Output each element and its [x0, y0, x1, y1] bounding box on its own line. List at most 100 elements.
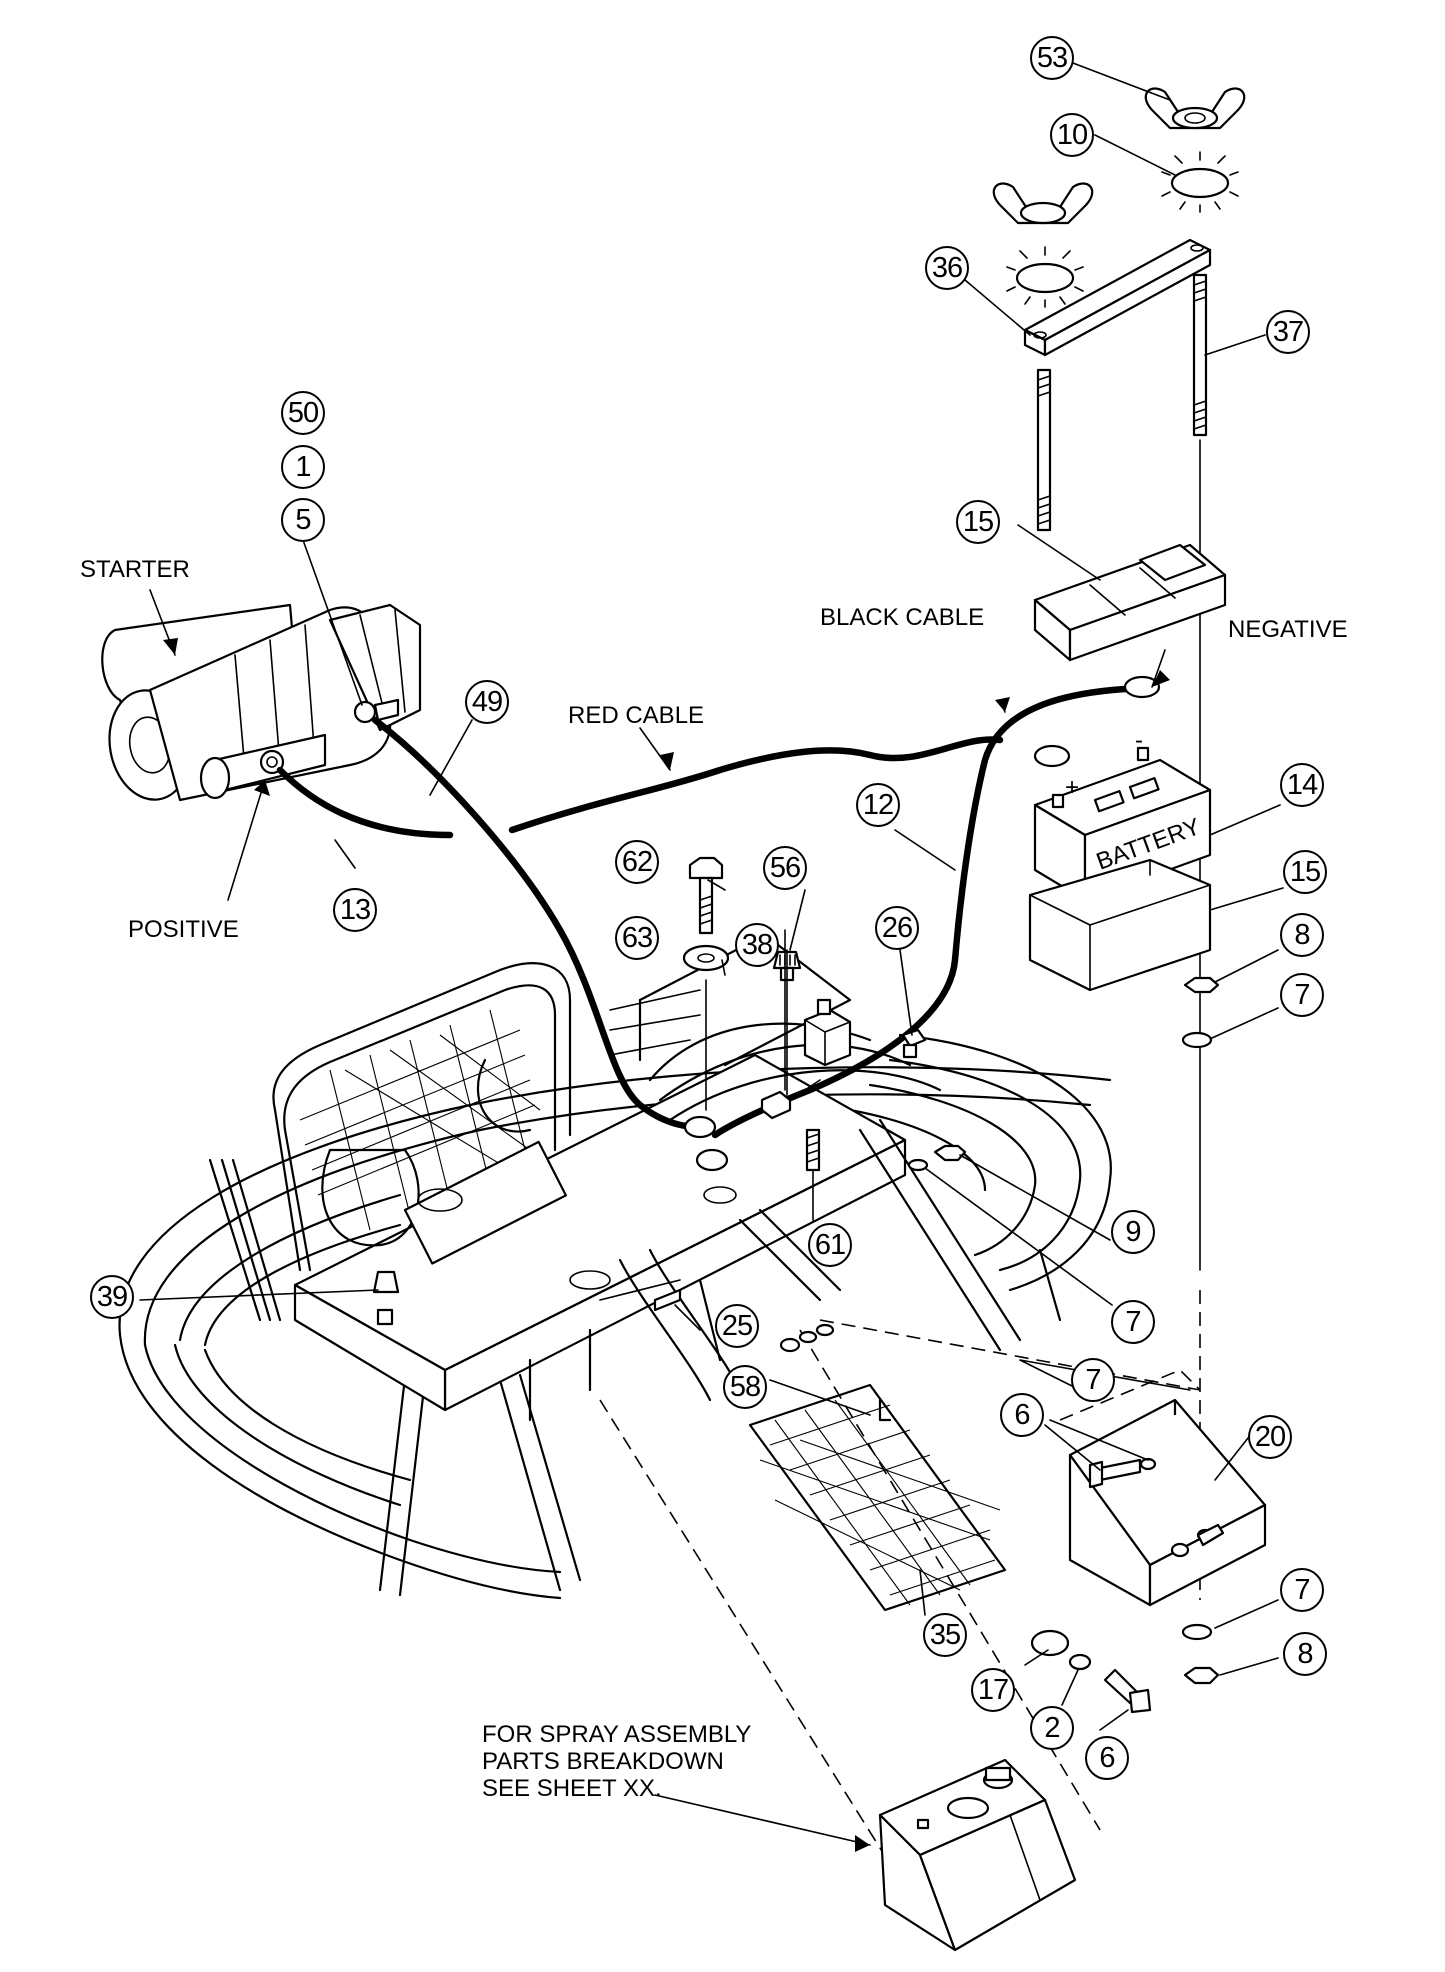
spray-leader-3 — [819, 1319, 1201, 1391]
svg-text:14: 14 — [1287, 769, 1318, 801]
svg-text:2: 2 — [1044, 1712, 1059, 1744]
svg-text:7: 7 — [1125, 1306, 1140, 1338]
black-cable — [711, 684, 1154, 1139]
svg-text:7: 7 — [1294, 1574, 1309, 1606]
cables — [276, 675, 1161, 1172]
svg-text:26: 26 — [882, 912, 912, 944]
svg-text:37: 37 — [1273, 316, 1303, 348]
callout-63: 63 — [615, 916, 659, 960]
svg-text:49: 49 — [472, 686, 502, 718]
svg-text:56: 56 — [770, 852, 800, 884]
cable-13 — [276, 766, 454, 839]
svg-text:58: 58 — [730, 1371, 760, 1403]
label-black-cable: BLACK CABLE — [820, 604, 984, 631]
svg-text:36: 36 — [932, 252, 962, 284]
callout-7-box: 7 — [1071, 1358, 1115, 1402]
starter-motor — [101, 603, 422, 802]
main-frame — [293, 933, 1022, 1422]
svg-text:62: 62 — [622, 846, 652, 878]
callout-35: 35 — [923, 1613, 967, 1657]
label-red-cable: RED CABLE — [568, 702, 704, 729]
svg-text:10: 10 — [1057, 119, 1087, 151]
callout-15-bottom: 15 — [1283, 850, 1327, 894]
battery-hardware — [992, 87, 1246, 1600]
callout-7-bottom: 7 — [1280, 1568, 1324, 1612]
callout-26: 26 — [875, 906, 919, 950]
svg-text:1: 1 — [295, 451, 310, 483]
svg-text:9: 9 — [1125, 1216, 1140, 1248]
lock-washer-left — [1006, 246, 1084, 308]
label-negative: NEGATIVE — [1228, 616, 1348, 643]
svg-text:6: 6 — [1014, 1399, 1029, 1431]
label-starter: STARTER — [80, 556, 190, 583]
callout-50: 50 — [281, 391, 325, 435]
svg-text:61: 61 — [815, 1229, 845, 1261]
svg-text:7: 7 — [1294, 979, 1309, 1011]
svg-text:7: 7 — [1085, 1364, 1100, 1396]
callout-6-bottom: 6 — [1085, 1736, 1129, 1780]
svg-text:6: 6 — [1099, 1742, 1114, 1774]
svg-text:15: 15 — [963, 506, 993, 538]
callout-8-bottom: 8 — [1283, 1632, 1327, 1676]
svg-text:17: 17 — [978, 1674, 1008, 1706]
callout-8-top: 8 — [1280, 913, 1324, 957]
guard-ring — [118, 1033, 1112, 1600]
callout-12: 12 — [856, 783, 900, 827]
callout-53: 53 — [1030, 36, 1074, 80]
svg-text:39: 39 — [97, 1281, 127, 1313]
svg-text:20: 20 — [1255, 1421, 1285, 1453]
leader-lines — [139, 59, 1284, 1846]
callout-10: 10 — [1050, 113, 1094, 157]
battery-minus: - — [1135, 727, 1143, 754]
callout-20: 20 — [1248, 1415, 1292, 1459]
screen-assembly — [748, 1383, 1007, 1612]
callout-6-box: 6 — [1000, 1393, 1044, 1437]
note-line-3: SEE SHEET XX. — [482, 1775, 662, 1802]
callout-61: 61 — [808, 1223, 852, 1267]
callout-14: 14 — [1280, 763, 1324, 807]
spray-tank — [878, 1758, 1077, 1952]
callout-49: 49 — [465, 680, 509, 724]
battery: BATTERY + - — [1028, 727, 1220, 1049]
note-line-2: PARTS BREAKDOWN — [482, 1748, 724, 1775]
callout-7-mid: 7 — [1111, 1300, 1155, 1344]
callout-1: 1 — [281, 445, 325, 489]
callout-36: 36 — [925, 246, 969, 290]
svg-text:38: 38 — [742, 929, 772, 961]
spray-leader-1 — [599, 1399, 901, 1881]
svg-text:53: 53 — [1037, 42, 1067, 74]
svg-text:8: 8 — [1294, 919, 1309, 951]
svg-text:12: 12 — [863, 789, 893, 821]
svg-text:8: 8 — [1297, 1638, 1312, 1670]
battery-plus: + — [1065, 774, 1079, 801]
callout-7-top: 7 — [1280, 973, 1324, 1017]
red-cable — [508, 736, 1004, 834]
callout-37: 37 — [1266, 310, 1310, 354]
svg-text:15: 15 — [1290, 856, 1320, 888]
lock-washer-10 — [1161, 151, 1239, 213]
battery-box — [1030, 1398, 1267, 1714]
control-box — [803, 998, 852, 1067]
svg-text:5: 5 — [295, 504, 310, 536]
label-positive: POSITIVE — [128, 916, 239, 943]
svg-text:25: 25 — [722, 1310, 752, 1342]
callout-39: 39 — [90, 1275, 134, 1319]
callout-17: 17 — [971, 1668, 1015, 1712]
engine-guard-cage — [208, 962, 572, 1322]
svg-text:13: 13 — [340, 894, 370, 926]
callout-13: 13 — [333, 888, 377, 932]
callout-25: 25 — [715, 1304, 759, 1348]
callout-5: 5 — [281, 498, 325, 542]
svg-text:63: 63 — [622, 922, 652, 954]
callout-15-top: 15 — [956, 500, 1000, 544]
callout-2: 2 — [1030, 1706, 1074, 1750]
arrowheads — [163, 638, 1170, 1852]
svg-text:50: 50 — [288, 397, 318, 429]
cable-49 — [371, 716, 704, 1130]
callout-38: 38 — [735, 923, 779, 967]
callout-58: 58 — [723, 1365, 767, 1409]
note-line-1: FOR SPRAY ASSEMBLY — [482, 1721, 751, 1748]
callout-56: 56 — [763, 846, 807, 890]
